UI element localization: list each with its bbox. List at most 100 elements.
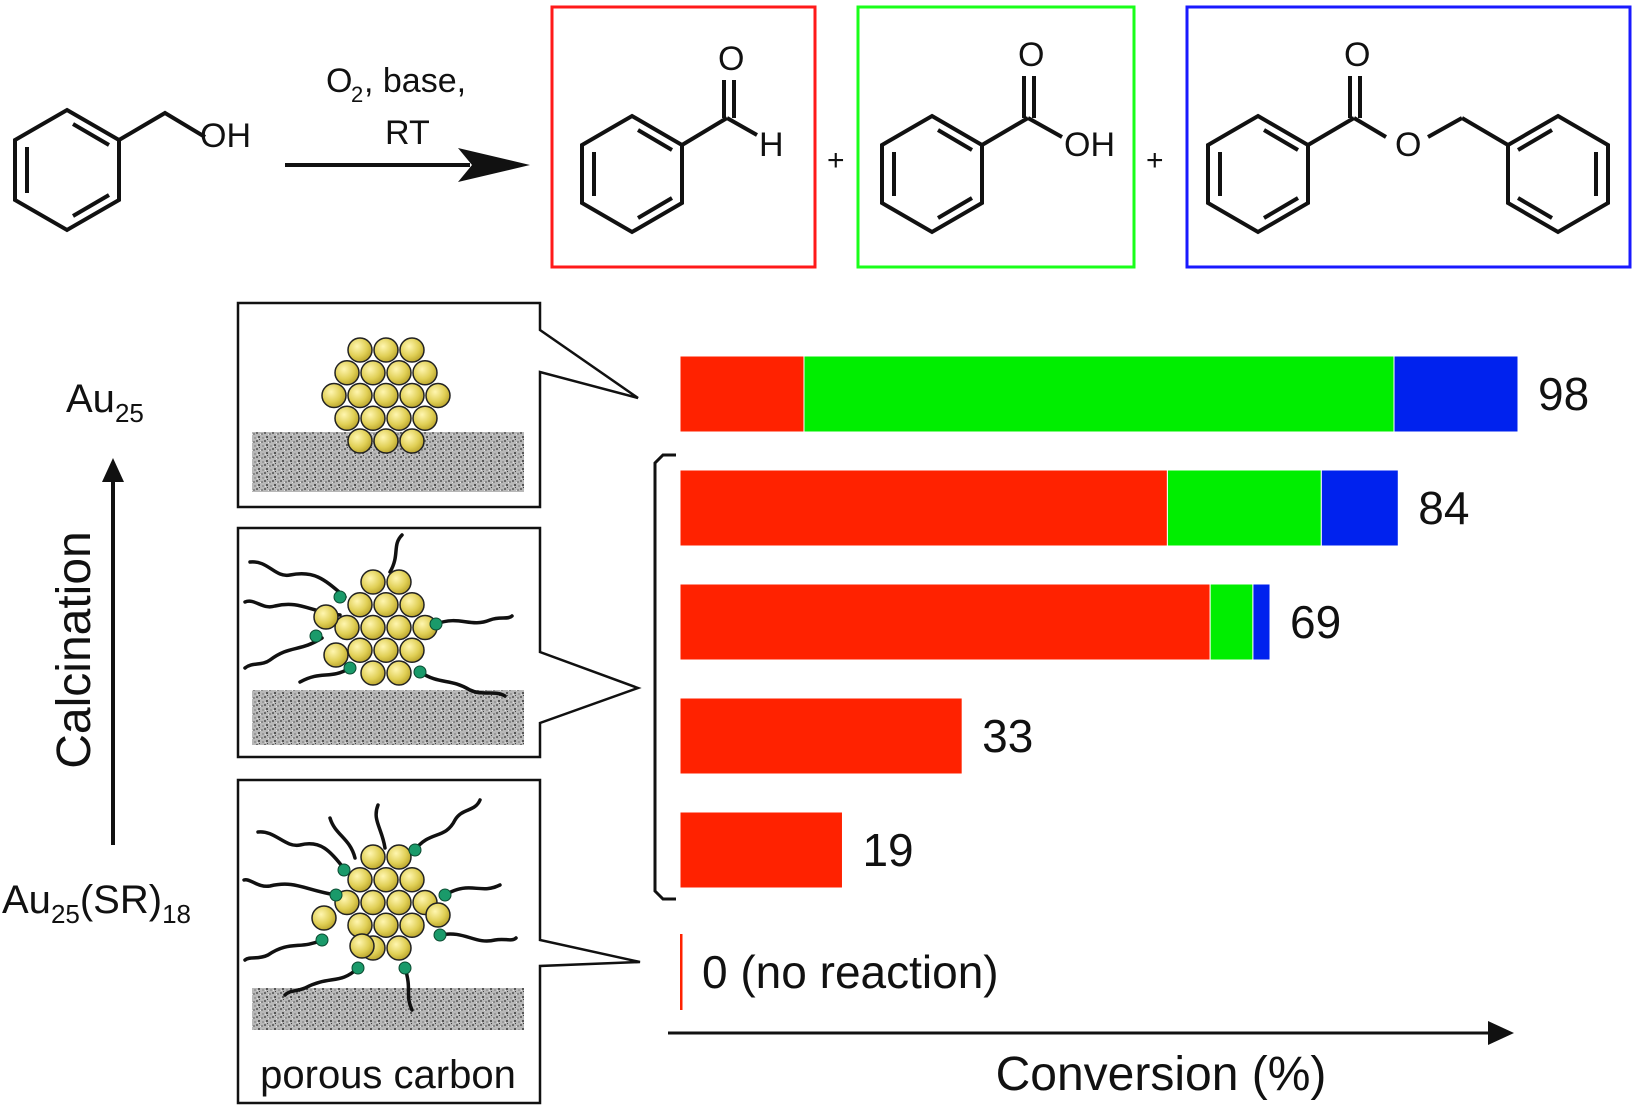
benzaldehyde-structure [580, 80, 758, 235]
benzoic-acid-structure [880, 76, 1063, 235]
au-atom [386, 844, 412, 870]
x-axis-label: Conversion (%) [996, 1048, 1327, 1101]
au-cluster-middle [313, 569, 438, 686]
au-atom [425, 902, 451, 928]
au-atom [360, 614, 386, 641]
au-atom [373, 337, 399, 363]
bar-value-label: 0 (no reaction) [702, 946, 999, 998]
au-atom [360, 405, 386, 431]
acid-o-label: O [1018, 36, 1044, 74]
plus-sign-1: + [827, 144, 845, 177]
bar-segment-ester [1320, 469, 1399, 547]
sulfur-atoms-bottom [315, 843, 452, 975]
benzyl-benzoate-structure [1206, 76, 1610, 235]
bar-segment-aldehyde [679, 811, 843, 889]
ester-box [1185, 5, 1632, 269]
carbon-support-bottom [252, 988, 524, 1030]
au-atom [334, 614, 360, 641]
au-atom [386, 360, 412, 386]
au-atom [399, 382, 425, 409]
conditions-o-label: O [326, 62, 352, 100]
au-cluster-top [321, 337, 451, 454]
au25-sr18-label: Au25(SR)18 [2, 878, 191, 929]
plus-sign-2: + [1146, 144, 1164, 177]
bar-segment-aldehyde [679, 583, 1211, 661]
aldehyde-box [550, 5, 817, 269]
x-axis: Conversion (%) [668, 1021, 1514, 1101]
au-atom [399, 592, 425, 618]
bar-value-label: 33 [982, 710, 1033, 762]
reactant-oh-label: OH [200, 117, 251, 155]
bar-segment-aldehyde [679, 469, 1168, 547]
au-atom [386, 660, 412, 686]
au-atom [386, 405, 412, 431]
au-atom [349, 933, 375, 959]
calcination-arrow-icon [102, 458, 124, 482]
bar-segment-acid [1209, 583, 1254, 661]
au-atom [347, 592, 373, 618]
au-atom [334, 405, 360, 431]
reaction-labels: OH O 2 , base, RT O H + O OH + O O [200, 36, 1421, 177]
aldehyde-h-label: H [759, 126, 784, 164]
conditions-rt-label: RT [385, 114, 430, 152]
x-axis-arrow-icon [1488, 1021, 1514, 1045]
au-atom [412, 360, 438, 386]
au-atom [313, 604, 339, 630]
au-atom [321, 382, 347, 409]
panel-top [236, 301, 639, 509]
panel-bottom: porous carbon [236, 778, 641, 1105]
acid-oh-label: OH [1064, 126, 1115, 164]
porous-carbon-label: porous carbon [260, 1053, 516, 1097]
ester-carbonyl-o-label: O [1344, 36, 1370, 74]
bar-value-label: 19 [862, 824, 913, 876]
au-atom [373, 592, 399, 618]
au-atom [360, 569, 386, 595]
au-atom [373, 867, 399, 893]
calcination-axis: Au25 Calcination Au25(SR)18 [2, 377, 191, 929]
au25-label: Au25 [66, 377, 144, 428]
acid-box [856, 5, 1136, 269]
ester-ether-o-label: O [1395, 126, 1421, 164]
bar-chart: 98 84 69 33 19 0 (no reaction) [679, 355, 1589, 1010]
au-atom [399, 637, 425, 663]
bar-value-label: 84 [1418, 482, 1469, 534]
conditions-base-label: , base, [364, 62, 466, 100]
au-atom [425, 382, 451, 409]
au-atom [347, 867, 373, 893]
reaction-arrow-icon [458, 148, 530, 182]
au-atom [399, 428, 425, 454]
bar-value-label: 69 [1290, 596, 1341, 648]
au-atom [373, 382, 399, 409]
au-atom [347, 637, 373, 663]
au-atom [399, 912, 425, 938]
au-atom [399, 337, 425, 363]
au-atom [347, 337, 373, 363]
au-atom [347, 382, 373, 409]
au-atom [373, 637, 399, 663]
bar-segment-ester [1252, 583, 1271, 661]
calcination-label: Calcination [48, 531, 101, 768]
bar-value-label: 98 [1538, 368, 1589, 420]
au-atom [386, 889, 412, 916]
reaction-scheme [13, 5, 1632, 269]
au-atom [360, 889, 386, 916]
au-atom [360, 844, 386, 870]
bar-segment-aldehyde [680, 934, 683, 1010]
bar-segment-acid [803, 355, 1395, 433]
au-atom [311, 905, 337, 931]
ligand-chains-bottom [242, 798, 518, 1012]
bracket [653, 453, 676, 901]
au-atom [360, 660, 386, 686]
au-atom [347, 428, 373, 454]
au-cluster-bottom [311, 844, 451, 961]
conditions-subscript: 2 [351, 82, 363, 107]
au-atom [412, 405, 438, 431]
sulfur-atoms-middle [309, 590, 443, 679]
au-atom [360, 360, 386, 386]
au-atom [386, 935, 412, 961]
panel-middle [236, 526, 642, 759]
bar-segment-acid [1166, 469, 1322, 547]
au-atom [386, 614, 412, 641]
bar-segment-aldehyde [679, 355, 805, 433]
